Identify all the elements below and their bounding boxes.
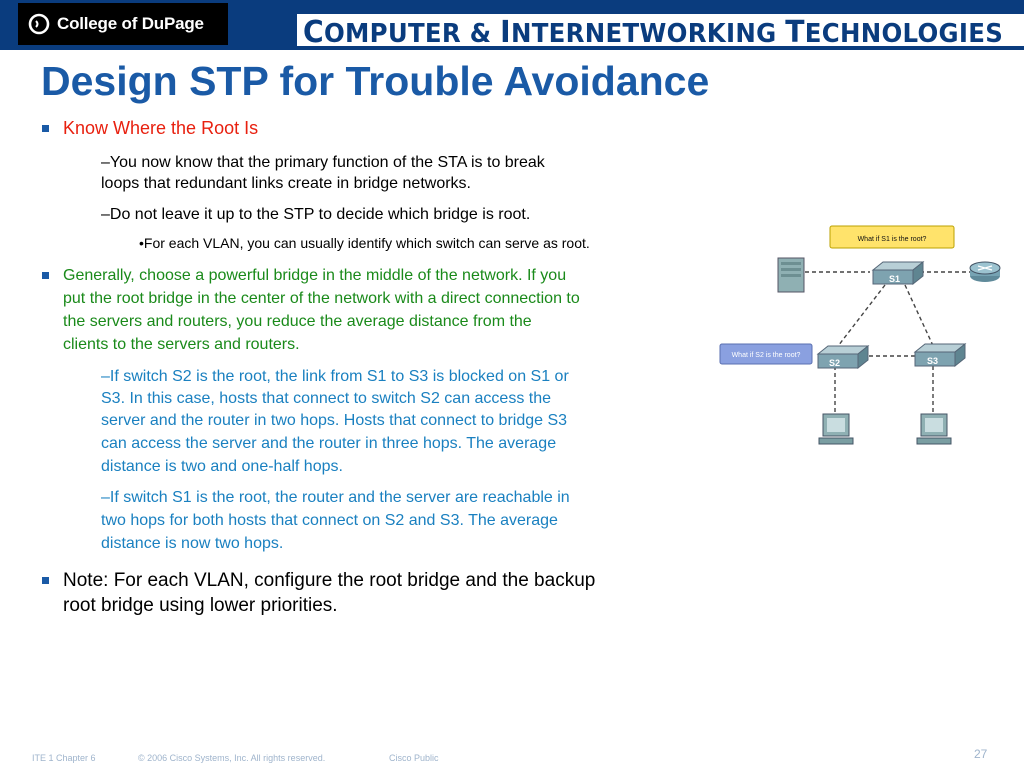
header-bar: College of DuPage COMPUTER & INTERNETWOR… xyxy=(0,0,1024,50)
bullet-marker xyxy=(42,125,49,132)
bullet-1-sub-2: –Do not leave it up to the STP to decide… xyxy=(101,206,531,223)
bullet-1-sub-1-line: –You now know that the primary function … xyxy=(101,154,545,171)
bullet-2-sub-2-line: –If switch S1 is the root, the router an… xyxy=(101,489,570,506)
s3-label: S3 xyxy=(927,356,938,366)
college-logo-text: College of DuPage xyxy=(57,14,204,33)
switch-s2-icon: S2 xyxy=(816,344,870,370)
brand-rest: ECHNOLOGIES xyxy=(804,19,1004,49)
switch-s1-icon: S1 xyxy=(871,260,925,286)
brand-cap: I xyxy=(500,15,511,50)
bullet-2-sub-1-line: distance is two and one-half hops. xyxy=(101,458,343,475)
link-s1-s2 xyxy=(834,284,886,351)
brand-cap: T xyxy=(785,15,805,50)
bullet-1-text: Know Where the Root Is xyxy=(63,118,259,138)
bullet-2-sub-1-line: server and the router in two hops. Hosts… xyxy=(101,412,568,429)
switch-s3-icon: S3 xyxy=(913,342,967,368)
brand-title: COMPUTER & INTERNETWORKING TECHNOLOGIES xyxy=(303,15,1003,50)
callout-s2-root: What if S2 is the root? xyxy=(719,343,813,365)
bullet-2-line: the servers and routers, you reduce the … xyxy=(63,313,532,330)
host-pc-icon xyxy=(916,413,952,445)
slide-title: Design STP for Trouble Avoidance xyxy=(41,58,710,104)
brand-cap: C xyxy=(303,15,324,50)
bullet-3-line: Note: For each VLAN, configure the root … xyxy=(63,570,596,591)
network-diagram: What if S1 is the root? What if S2 is th… xyxy=(719,225,1001,445)
college-logo-icon xyxy=(28,13,50,35)
bullet-1-sub-2-point: •For each VLAN, you can usually identify… xyxy=(139,235,590,251)
college-logo: College of DuPage xyxy=(18,3,228,45)
footer-chapter: ITE 1 Chapter 6 xyxy=(32,753,96,763)
host-pc-icon xyxy=(818,413,854,445)
bullet-2-sub-2-line: two hops for both hosts that connect on … xyxy=(101,512,558,529)
bullet-2-line: Generally, choose a powerful bridge in t… xyxy=(63,267,567,284)
bullet-2-sub-1-line: S3. In this case, hosts that connect to … xyxy=(101,390,552,407)
bullet-marker xyxy=(42,272,49,279)
bullet-1-sub-1-line: loops that redundant links create in bri… xyxy=(101,175,471,192)
link-s1-s3 xyxy=(904,284,936,351)
s2-label: S2 xyxy=(829,358,840,368)
bullet-2-sub-1-line: –If switch S2 is the root, the link from… xyxy=(101,368,569,385)
server-icon xyxy=(777,257,805,293)
brand-rest: OMPUTER & xyxy=(323,19,501,49)
callout-s1-text: What if S1 is the root? xyxy=(858,236,927,243)
bullet-3-line: root bridge using lower priorities. xyxy=(63,595,338,616)
footer-classification: Cisco Public xyxy=(389,753,439,763)
brand-rest: NTERNETWORKING xyxy=(510,19,786,49)
bullet-2-line: put the root bridge in the center of the… xyxy=(63,290,580,307)
bullet-2-sub-1-line: can access the server and the router in … xyxy=(101,435,557,452)
router-icon xyxy=(969,261,1001,282)
callout-s2-text: What if S2 is the root? xyxy=(732,352,801,359)
s1-label: S1 xyxy=(889,274,900,284)
bullet-2-sub-2-line: distance is now two hops. xyxy=(101,535,284,552)
bullet-marker xyxy=(42,577,49,584)
bullet-2-line: clients to the servers and routers. xyxy=(63,336,300,353)
callout-s1-root: What if S1 is the root? xyxy=(829,225,955,249)
page-number: 27 xyxy=(974,747,988,761)
brand-banner: COMPUTER & INTERNETWORKING TECHNOLOGIES xyxy=(297,14,1024,50)
footer-copyright: © 2006 Cisco Systems, Inc. All rights re… xyxy=(138,753,326,763)
